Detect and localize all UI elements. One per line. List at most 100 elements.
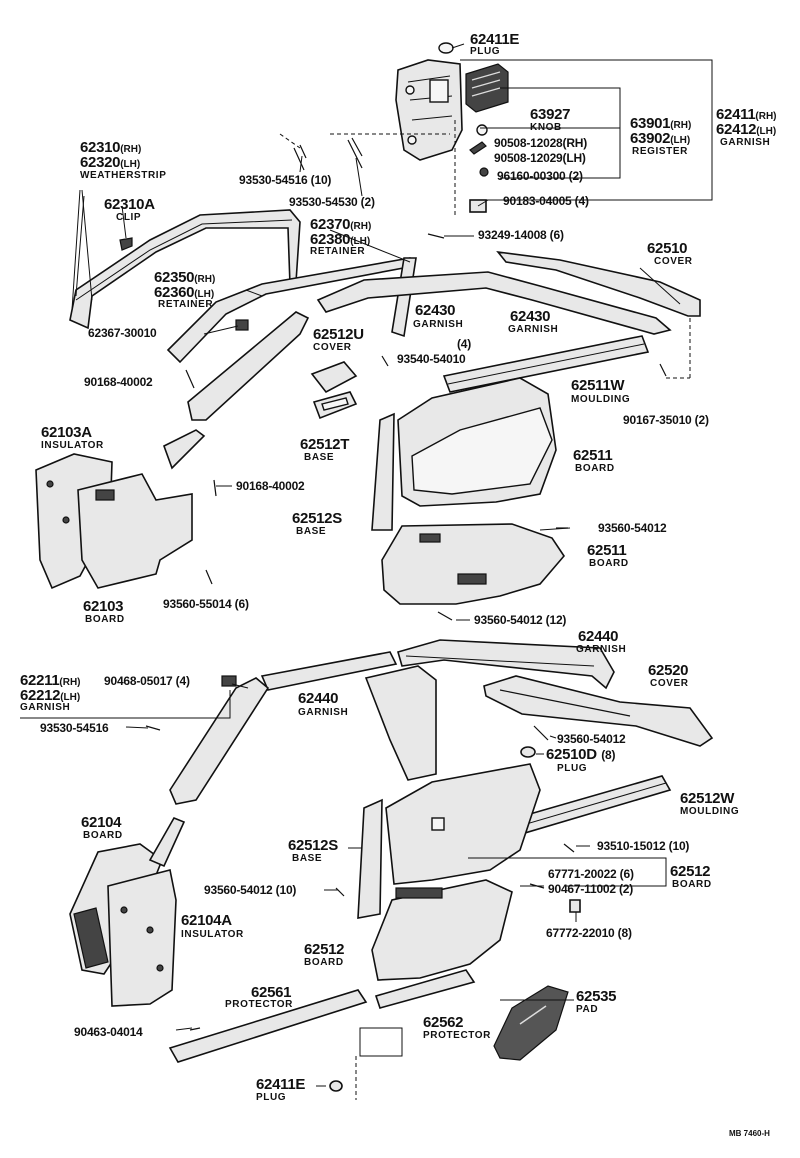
label-62512t-name: BASE: [304, 452, 335, 463]
label-62350: 62350(RH): [154, 270, 215, 286]
label-62212: 62212(LH): [20, 688, 80, 704]
label-63927-number: 63927: [530, 106, 571, 123]
label-90168-a: 90168-40002: [84, 375, 153, 389]
label-62440-b-number: 62440: [298, 690, 339, 707]
label-62510d-number: 62510D: [546, 746, 597, 763]
screw-90168-b-drawing: [213, 479, 217, 497]
label-62561-name: PROTECTOR: [225, 999, 293, 1010]
label-62104a-name: INSULATOR: [181, 929, 244, 940]
screw-93560-54012-10-drawing: [335, 887, 345, 897]
label-62104-number: 62104: [81, 814, 122, 831]
label-62511-a-name: BOARD: [575, 463, 615, 474]
label-62310a-number: 62310A: [104, 196, 155, 213]
label-62512-b-number: 62512: [304, 941, 345, 958]
label-62511w-number: 62511W: [571, 377, 625, 394]
center-pillar-garnish-drawing: [364, 665, 437, 781]
label-62510d-qty: (8): [601, 748, 616, 762]
protector-62562-drawing: [374, 969, 476, 1009]
label-62561-number: 62561: [251, 984, 292, 1001]
garnish-62211-drawing: [169, 675, 270, 805]
label-62440-b-name: GARNISH: [298, 707, 349, 718]
label-90167: 90167-35010 (2): [623, 413, 709, 427]
label-62511w-name: MOULDING: [571, 394, 631, 405]
label-62535-name: PAD: [576, 1004, 599, 1015]
label-63902-side: (LH): [670, 135, 691, 146]
label-62411e-bottom-number: 62411E: [256, 1076, 306, 1093]
label-62370-number: 62370: [310, 216, 351, 233]
pad-62535-drawing: [493, 985, 569, 1061]
label-62370-side: (RH): [350, 221, 372, 232]
label-62380-number: 62380: [310, 231, 351, 248]
plug-62411e-bottom-drawing: [329, 1080, 343, 1092]
label-62562-name: PROTECTOR: [423, 1030, 491, 1041]
board-62511-upper-drawing: [397, 377, 557, 507]
label-63901: 63901(RH): [630, 116, 691, 132]
label-62520-name: COVER: [650, 678, 689, 689]
label-90508-rh: 90508-12028(RH): [494, 136, 588, 150]
label-62412-number: 62412: [716, 121, 757, 138]
label-62370: 62370(RH): [310, 217, 371, 233]
label-62310: 62310(RH): [80, 140, 141, 156]
label-62211-side: (RH): [59, 677, 81, 688]
board-62512-upper-drawing: [385, 763, 541, 885]
board-62103-drawing: [77, 473, 193, 589]
label-62512t-number: 62512T: [300, 436, 350, 453]
base-62512s-upper-drawing: [371, 412, 395, 531]
label-62103a-name: INSULATOR: [41, 440, 104, 451]
label-62512s-b-number: 62512S: [288, 837, 338, 854]
roof-side-garnish-62430-drawing: [316, 271, 672, 335]
label-62510-number: 62510: [647, 240, 688, 257]
pillar-garnish-drawing: [187, 311, 310, 421]
label-62211: 62211(RH): [20, 673, 81, 689]
label-62310a-name: CLIP: [116, 212, 142, 223]
clip-62310a-drawing: [119, 237, 133, 251]
garnish-62440-upper-drawing: [397, 639, 615, 690]
label-93560-54012-a: 93560-54012: [598, 521, 667, 535]
label-93560-55014: 93560-55014 (6): [163, 597, 249, 611]
label-63901-side: (RH): [670, 120, 692, 131]
label-67771: 67771-20022 (6): [548, 867, 634, 881]
clip-90508-drawing: [469, 141, 487, 155]
plug-top-drawing: [438, 42, 454, 54]
register-drawing: [465, 63, 509, 113]
base-62512s-lower-drawing: [357, 798, 383, 919]
screw-90168-a-drawing: [185, 369, 195, 389]
moulding-62511w-drawing: [442, 335, 650, 393]
quarter-trim-garnish-drawing: [395, 59, 463, 161]
screw-90167-drawing: [659, 363, 667, 377]
label-62440-a-number: 62440: [578, 628, 619, 645]
clip-90463-drawing: [189, 1027, 201, 1031]
cover-62520-drawing: [483, 675, 714, 747]
label-garnish-62411-name: GARNISH: [720, 137, 771, 148]
label-62412-side: (LH): [756, 126, 777, 137]
label-63902-number: 63902: [630, 130, 671, 147]
label-62103-number: 62103: [83, 598, 124, 615]
label-90508-lh: 90508-12029(LH): [494, 151, 586, 165]
label-62360-number: 62360: [154, 284, 195, 301]
label-retainer-62370-name: RETAINER: [310, 246, 366, 257]
label-62512s-a-name: BASE: [296, 526, 327, 537]
screw-93510-drawing: [563, 843, 575, 853]
label-96160: 96160-00300 (2): [497, 169, 583, 183]
label-62510d-name: PLUG: [557, 763, 588, 774]
label-63902: 63902(LH): [630, 131, 690, 147]
screw-93530-b-drawing: [347, 137, 363, 169]
base-62512t-drawing: [312, 391, 358, 420]
label-62512w-number: 62512W: [680, 790, 735, 807]
protector-62561-drawing: [168, 989, 368, 1063]
label-62562-number: 62562: [423, 1014, 464, 1031]
label-62350-number: 62350: [154, 269, 195, 286]
label-63901-number: 63901: [630, 115, 671, 132]
label-93249: 93249-14008 (6): [478, 228, 564, 242]
label-62411e-top-name: PLUG: [470, 46, 501, 57]
board-62512-lower-drawing: [371, 879, 513, 981]
screw-93560-54012-b-drawing: [533, 725, 549, 741]
label-weatherstrip-name: WEATHERSTRIP: [80, 170, 167, 181]
label-90468: 90468-05017 (4): [104, 674, 190, 688]
plug-62510d-drawing: [520, 746, 536, 758]
label-90463: 90463-04014: [74, 1025, 143, 1039]
label-93560-54012-b: 93560-54012: [557, 732, 626, 746]
label-62512s-b-name: BASE: [292, 853, 323, 864]
